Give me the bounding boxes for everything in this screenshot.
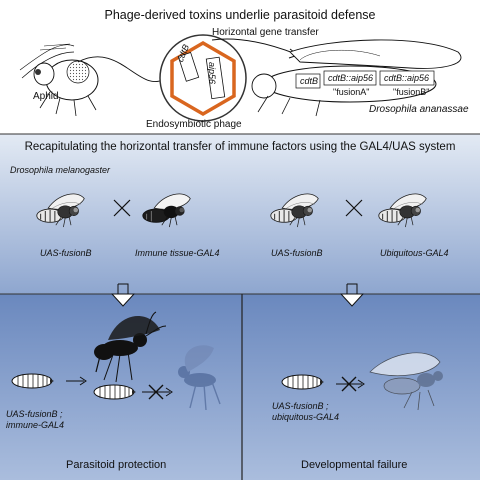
parasitoid-wasp bbox=[94, 311, 167, 383]
aphid-label: Aphid bbox=[33, 91, 59, 102]
genotype-right-line1: UAS-fusionB ; bbox=[272, 401, 329, 411]
adult-fly-faded bbox=[369, 352, 443, 411]
cross-symbol-left bbox=[113, 199, 131, 217]
fusion-b-label: "fusionB" bbox=[393, 87, 430, 97]
cross-right-label-2: Ubiquitous-GAL4 bbox=[380, 248, 449, 258]
blocked-arrow-right bbox=[336, 376, 365, 392]
hgt-label: Horizontal gene transfer bbox=[212, 27, 319, 38]
genotype-right-line2: ubiquitous-GAL4 bbox=[272, 412, 340, 422]
genotype-left-line2: immune-GAL4 bbox=[6, 420, 65, 430]
cross-symbol-right bbox=[345, 199, 363, 217]
fly-gene-cdtb: cdtB bbox=[300, 76, 319, 86]
wasp-shadow bbox=[178, 345, 221, 411]
fly-gene-fusion-b: cdtB::aip56 bbox=[384, 73, 430, 83]
species-label: Drosophila melanogaster bbox=[10, 165, 111, 175]
down-arrow-left bbox=[110, 283, 136, 307]
top-title: Phage-derived toxins underlie parasitoid… bbox=[104, 8, 376, 22]
outcome-left: Parasitoid protection bbox=[66, 459, 167, 471]
outcome-right: Developmental failure bbox=[301, 459, 408, 471]
ananassae-fly-illustration bbox=[251, 39, 462, 117]
cross-right-label-1: UAS-fusionB bbox=[271, 248, 323, 258]
genotype-left-line1: UAS-fusionB ; bbox=[6, 409, 63, 419]
phage-gene-aip56: aip56 bbox=[207, 62, 217, 85]
hgt-arrow bbox=[211, 38, 297, 55]
middle-title: Recapitulating the horizontal transfer o… bbox=[24, 141, 456, 153]
fly-gene-fusion-a: cdtB::aip56 bbox=[328, 73, 374, 83]
phage-illustration bbox=[159, 34, 247, 122]
blocked-arrow-left bbox=[142, 384, 173, 400]
aphid-to-phage-arrow bbox=[77, 56, 167, 82]
fusion-a-label: "fusionA" bbox=[333, 87, 370, 97]
cross-left-label-1: UAS-fusionB bbox=[40, 248, 92, 258]
cross-left-label-2: Immune tissue-GAL4 bbox=[135, 248, 220, 258]
aphid-illustration bbox=[19, 43, 99, 117]
phage-label: Endosymbiotic phage bbox=[146, 119, 242, 130]
fly-species-label: Drosophila ananassae bbox=[369, 104, 469, 115]
down-arrow-right bbox=[339, 283, 365, 307]
